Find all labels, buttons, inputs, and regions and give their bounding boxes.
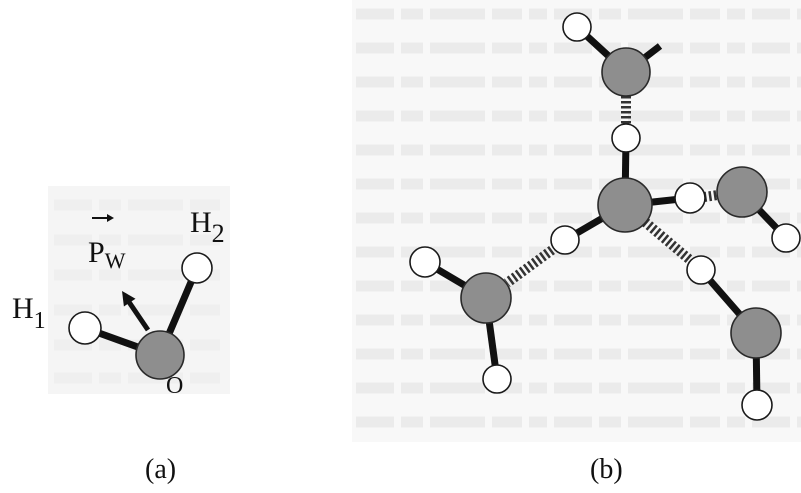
hydrogen-bond [504, 245, 555, 288]
oxygen-atom [135, 330, 185, 380]
page-bleed-through-texture [48, 0, 801, 442]
hydrogen-atom [409, 246, 441, 278]
dipole-label: PW [88, 214, 126, 273]
panel-b-caption: (b) [590, 454, 623, 485]
oxygen-atom-top [601, 47, 651, 97]
svg-text:PW: PW [88, 236, 126, 273]
dipole-subscript: W [105, 248, 126, 273]
oxygen-atom-central [597, 177, 653, 233]
panel-b-water-cluster: (b) [409, 12, 801, 485]
hydrogen-1-subscript: 1 [34, 308, 46, 334]
hydrogen-1-symbol: H [12, 292, 34, 325]
vector-arrow-icon [92, 214, 114, 222]
hydrogen-atom [741, 389, 773, 421]
hydrogen-2-symbol: H [190, 206, 212, 239]
oxygen-atom-lower-left [460, 272, 512, 324]
panel-a-caption: (a) [145, 454, 176, 485]
hydrogen-atom [482, 364, 512, 394]
hydrogen-1-label: H1 [12, 292, 46, 334]
dipole-arrow [122, 291, 151, 332]
hydrogen-atom-h1 [68, 311, 102, 345]
hydrogen-2-subscript: 2 [212, 219, 225, 248]
hydrogen-atom [611, 123, 641, 153]
hydrogen-atom [562, 12, 592, 42]
panel-a-water-molecule: PW H2 H1 O (a) [12, 206, 225, 485]
hydrogen-atom [550, 225, 580, 255]
dipole-symbol: P [88, 236, 105, 269]
oxygen-atom-lower-right [730, 307, 782, 359]
hydrogen-atom [674, 182, 706, 214]
hydrogen-atom-h2 [181, 252, 213, 284]
hydrogen-atom [771, 223, 801, 253]
hydrogen-bond [703, 190, 719, 202]
hydrogen-atom [686, 255, 716, 285]
oxygen-label: O [166, 373, 183, 399]
oxygen-atom-right [716, 166, 768, 218]
hydrogen-2-label: H2 [190, 206, 225, 248]
